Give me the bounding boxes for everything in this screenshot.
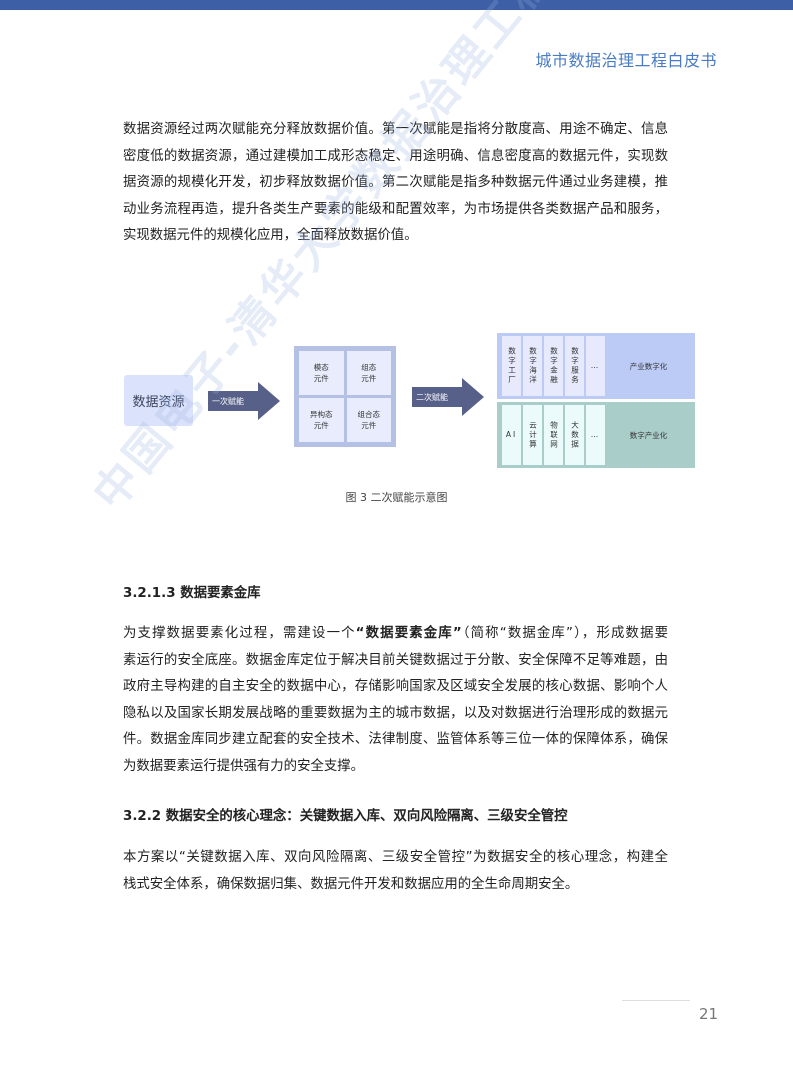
section-heading: 3.2.2 数据安全的核心理念：关键数据入库、双向风险隔离、三级安全管控 bbox=[123, 809, 568, 824]
digital-industrialization-panel: AI 云计算 物联网 大数据 … 数字产业化 bbox=[497, 402, 695, 468]
text-span: 为支撑数据要素化过程，需建设一个 bbox=[123, 626, 356, 641]
text-line: 件。数据金库同步建立配套的安全技术、法律制度、监管体系等三位一体的保障体系，确保 bbox=[123, 732, 668, 748]
document-title: 城市数据治理工程白皮书 bbox=[535, 51, 717, 70]
text-line: 政府主导构建的自主安全的数据中心，存储影响国家及区域安全发展的核心数据、影响个人 bbox=[123, 679, 668, 695]
page-number: 21 bbox=[699, 1005, 719, 1023]
text-line: 素运行的安全底座。数据金库定位于解决目前关键数据过于分散、安全保障不足等难题，由 bbox=[123, 652, 668, 668]
item: 物联网 bbox=[544, 405, 563, 465]
arrow-label: 一次赋能 bbox=[208, 391, 260, 411]
panel-label: 数字产业化 bbox=[629, 430, 668, 440]
text-line: 为支撑数据要素化过程，需建设一个“数据要素金库”（简称“数据金库”），形成数据要 bbox=[123, 621, 668, 648]
first-empowerment-arrow: 一次赋能 bbox=[208, 382, 280, 420]
element-cell: 组合态 元件 bbox=[346, 398, 391, 442]
item: 云计算 bbox=[523, 405, 542, 465]
item: 数字海洋 bbox=[523, 336, 542, 396]
text-span: （简称“数据金库”），形成数据要 bbox=[461, 626, 668, 641]
text-line: 为数据要素运行提供强有力的安全支撑。 bbox=[123, 758, 365, 774]
element-grid: 模态 元件 组态 元件 异构态 元件 组合态 元件 bbox=[294, 346, 396, 447]
footer-divider bbox=[622, 1000, 690, 1001]
top-bar bbox=[0, 0, 793, 10]
industry-digitalization-panel: 数字工厂 数字海洋 数字金融 数字服务 … 产业数字化 bbox=[497, 333, 695, 399]
data-resource-box: 数据资源 bbox=[124, 375, 193, 426]
arrow-head-icon bbox=[258, 382, 280, 420]
item: AI bbox=[502, 405, 521, 465]
arrow-head-icon bbox=[462, 378, 484, 416]
element-cell: 组态 元件 bbox=[346, 351, 391, 395]
item: 数字金融 bbox=[544, 336, 563, 396]
text-line: 动业务流程再造，提升各类生产要素的能级和配置效率，为市场提供各类数据产品和服务， bbox=[123, 201, 668, 217]
item: 数字服务 bbox=[565, 336, 584, 396]
paragraph-data-vault: 为支撑数据要素化过程，需建设一个“数据要素金库”（简称“数据金库”），形成数据要… bbox=[123, 621, 668, 781]
item: … bbox=[586, 405, 605, 465]
figure-caption: 图 3 二次赋能示意图 bbox=[345, 491, 448, 504]
paragraph-core-concept: 本方案以“关键数据入库、双向风险隔离、三级安全管控”为数据安全的核心理念，构建全… bbox=[123, 845, 668, 898]
paragraph-intro: 数据资源经过两次赋能充分释放数据价值。第一次赋能是指将分散度高、用途不确定、信息… bbox=[123, 117, 668, 250]
text-line: 实现数据元件的规模化应用，全面释放数据价值。 bbox=[123, 228, 418, 244]
arrow-label: 二次赋能 bbox=[412, 387, 464, 407]
item: 大数据 bbox=[565, 405, 584, 465]
element-cell: 模态 元件 bbox=[299, 351, 344, 395]
panel-label: 产业数字化 bbox=[629, 361, 668, 371]
bold-term: “数据要素金库” bbox=[355, 626, 462, 641]
element-cell: 异构态 元件 bbox=[299, 398, 344, 442]
text-line: 据资源的规模化开发，初步释放数据价值。第二次赋能是指多种数据元件通过业务建模，推 bbox=[123, 175, 668, 191]
text-line: 数据资源经过两次赋能充分释放数据价值。第一次赋能是指将分散度高、用途不确定、信息 bbox=[123, 122, 668, 137]
item: 数字工厂 bbox=[502, 336, 521, 396]
item: … bbox=[586, 336, 605, 396]
section-heading: 3.2.1.3 数据要素金库 bbox=[123, 586, 261, 601]
second-empowerment-arrow: 二次赋能 bbox=[412, 378, 484, 416]
text-line: 栈式安全体系，确保数据归集、数据元件开发和数据应用的全生命周期安全。 bbox=[123, 876, 579, 892]
text-line: 本方案以“关键数据入库、双向风险隔离、三级安全管控”为数据安全的核心理念，构建全 bbox=[123, 850, 668, 865]
text-line: 密度低的数据资源，通过建模加工成形态稳定、用途明确、信息密度高的数据元件，实现数 bbox=[123, 148, 668, 164]
text-line: 隐私以及国家长期发展战略的重要数据为主的城市数据，以及对数据进行治理形成的数据元 bbox=[123, 705, 668, 721]
